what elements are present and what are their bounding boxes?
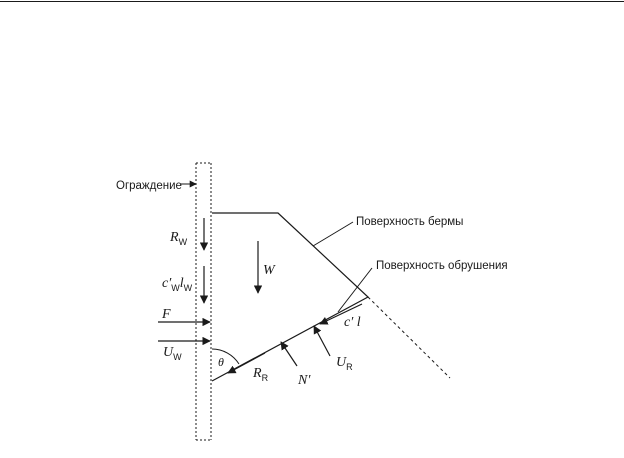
berm-surface-label: Поверхность бермы [356, 216, 463, 228]
rr-symbol: RR [252, 366, 269, 383]
f-symbol: F [161, 307, 171, 322]
failure-surface-leader [337, 267, 373, 313]
theta-arc [211, 348, 240, 365]
failure-surface-label: Поверхность обрушения [376, 260, 508, 272]
cl-arrow [319, 303, 363, 325]
ur-symbol: UR [336, 355, 353, 372]
cw-symbol: c′WlW [162, 276, 193, 293]
retaining-wall [195, 162, 212, 441]
rr-arrow [227, 352, 266, 374]
ur-arrow [313, 325, 331, 357]
rw-symbol: RW [169, 230, 188, 247]
n-symbol: N′ [297, 373, 311, 388]
cl-symbol: c′ l [344, 315, 361, 330]
berm-outline [211, 212, 370, 382]
w-symbol: W [263, 263, 276, 278]
berm-surface-leader [312, 221, 354, 247]
slope-extension [367, 296, 451, 379]
theta-symbol: θ [218, 355, 224, 369]
uw-symbol: UW [163, 345, 182, 362]
n-arrow [280, 341, 298, 367]
wall-label: Ограждение [116, 180, 182, 192]
